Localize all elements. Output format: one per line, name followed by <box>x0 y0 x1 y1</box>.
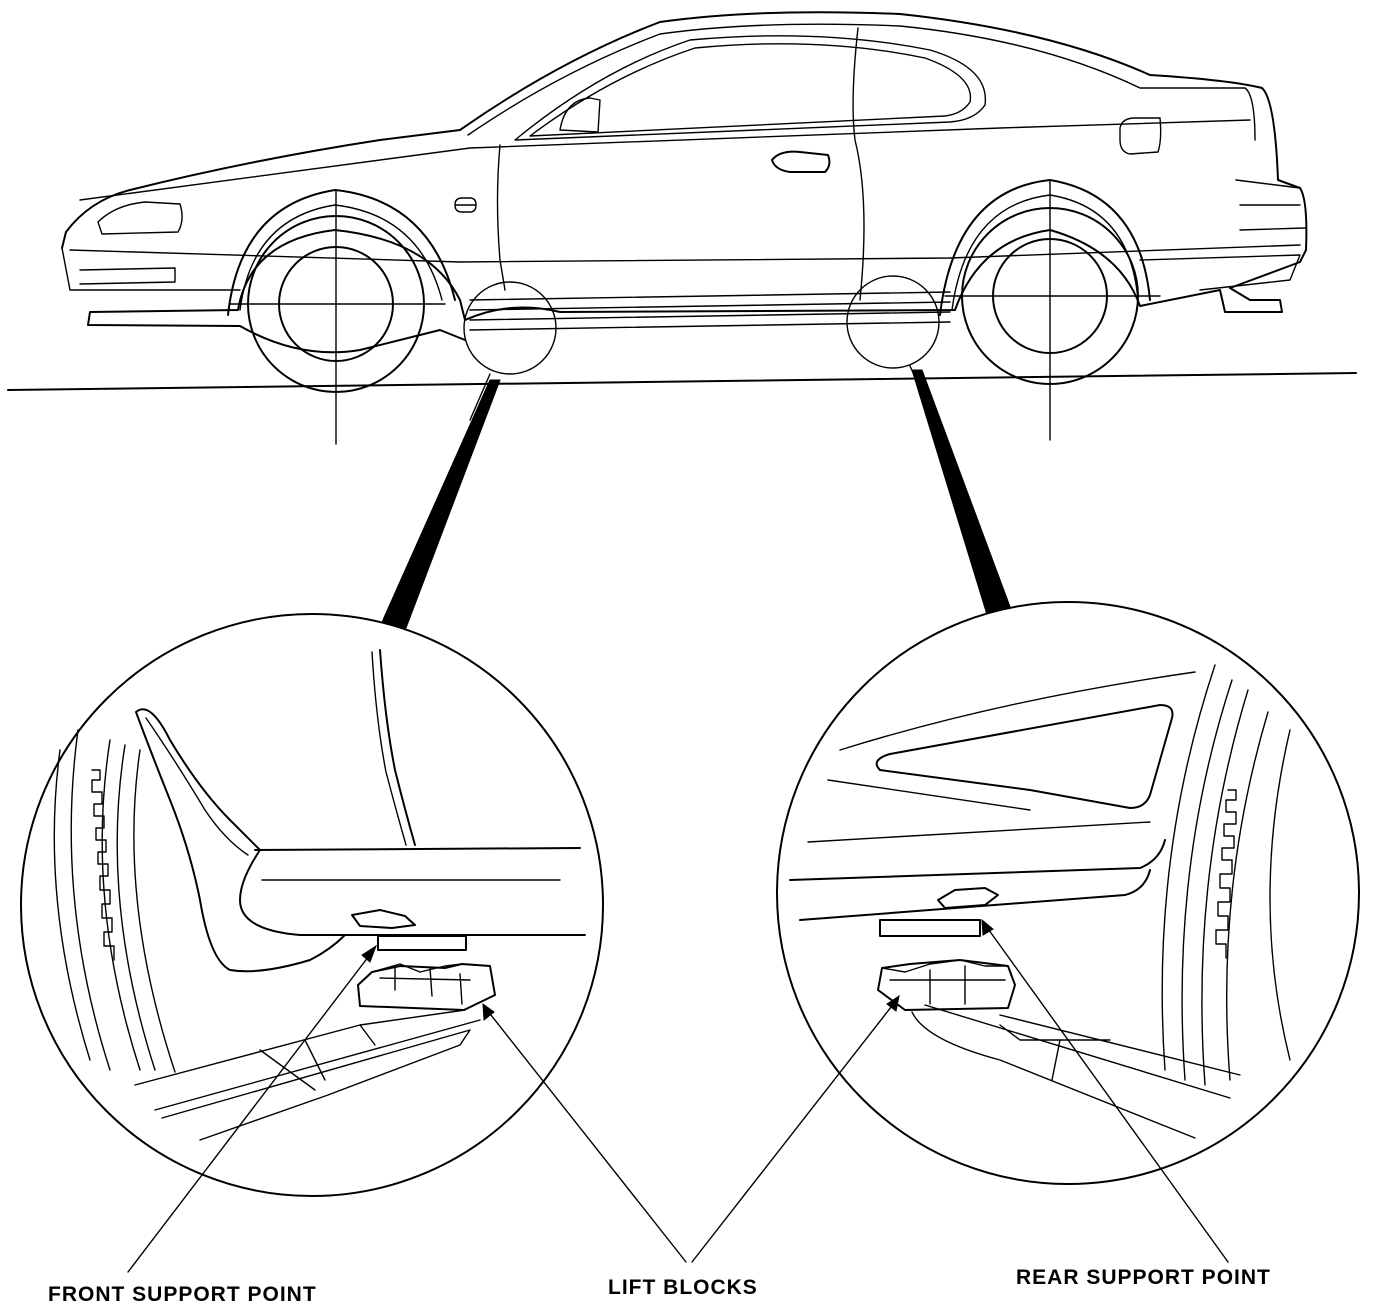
rear-tire-curve-2 <box>1181 679 1233 1081</box>
front-wheel-arch-inner <box>239 204 443 311</box>
rear-zoom-circle <box>846 275 940 369</box>
front-tire-curve-3 <box>101 739 141 1071</box>
rear-support-leader <box>985 925 1229 1263</box>
front-tire-curve-5 <box>133 749 176 1073</box>
rear-support-bracket <box>879 919 981 937</box>
headlight <box>97 201 183 235</box>
front-callout-line <box>469 373 491 421</box>
door-front-line <box>496 144 506 291</box>
front-callout-wedge <box>381 379 501 629</box>
fuel-door <box>1119 117 1162 155</box>
front-fender-flare-inner <box>145 717 249 856</box>
lift-blocks-label: LIFT BLOCKS <box>608 1276 758 1299</box>
front-support-bracket <box>377 935 467 951</box>
rear-sill-top <box>789 839 1166 881</box>
rear-support-pad <box>937 887 999 909</box>
front-wheel-arch <box>227 189 456 316</box>
rocker-line-4 <box>469 321 951 331</box>
lift-blocks-leader-right <box>691 1001 896 1263</box>
roof-inner-line <box>467 23 1256 141</box>
rear-tire-tread <box>1215 789 1237 959</box>
rear-support-arrowhead <box>981 918 994 936</box>
rear-quarter-line-1 <box>839 671 1196 751</box>
front-door-edge <box>379 649 416 846</box>
lift-blocks-leader-left <box>486 1009 687 1263</box>
front-bumper <box>61 247 241 291</box>
rocker-line-1 <box>469 291 951 301</box>
rear-callout-line <box>909 365 931 411</box>
front-lift-arm-detail <box>259 1024 376 1091</box>
body-crease-upper <box>79 119 1251 201</box>
front-tire-curve-2 <box>70 729 111 1071</box>
door-handle <box>771 150 831 173</box>
rear-detail-view <box>776 601 1360 1185</box>
car-body-outline <box>61 11 1308 354</box>
front-lift-block-top <box>371 963 491 1005</box>
rear-tire-curve-4 <box>1226 711 1269 1081</box>
lift-blocks-arrowhead-right <box>886 994 900 1012</box>
front-support-leader <box>127 951 373 1273</box>
rear-lift-arm <box>911 1004 1241 1139</box>
rear-callout-wedge <box>911 369 1013 619</box>
rear-quarter-line-3 <box>807 821 1151 843</box>
side-mirror <box>559 97 601 133</box>
front-tire-curve-4 <box>116 744 156 1071</box>
front-support-point-label: FRONT SUPPORT POINT <box>48 1283 317 1306</box>
side-window-inner <box>529 43 972 137</box>
rear-support-point-label: REAR SUPPORT POINT <box>1016 1266 1271 1289</box>
front-zoom-circle <box>463 281 557 375</box>
rear-lift-block-top <box>881 959 1009 1005</box>
rocker-line-3 <box>469 311 951 321</box>
rear-detail-circle <box>776 601 1360 1185</box>
car-side-view <box>7 11 1357 445</box>
rear-quarter-line-2 <box>827 779 1031 811</box>
rear-sill-bottom <box>799 869 1151 921</box>
front-tire-tread <box>91 769 115 961</box>
front-sill-top <box>254 847 581 851</box>
front-tire-curve-1 <box>53 749 91 1061</box>
lift-blocks-arrowhead-left <box>482 1002 495 1021</box>
rear-tire-curve-1 <box>1161 664 1216 1071</box>
ground-line <box>7 372 1357 391</box>
front-door-edge-2 <box>371 651 407 846</box>
front-support-pad <box>351 909 416 929</box>
front-detail-view <box>20 613 604 1197</box>
tail-light <box>1235 179 1306 231</box>
side-emblem <box>454 197 477 213</box>
front-support-arrowhead <box>361 944 377 963</box>
rocker-line-2 <box>469 301 951 311</box>
rear-bumper <box>1139 254 1301 291</box>
front-detail-circle <box>20 613 604 1197</box>
leader-lines <box>127 918 1229 1273</box>
side-window <box>514 35 987 141</box>
rear-tire-curve-5 <box>1269 729 1291 1061</box>
door-rear-line <box>852 27 865 301</box>
rear-tire-curve-3 <box>1201 689 1249 1086</box>
rear-quarter-window <box>875 704 1174 809</box>
